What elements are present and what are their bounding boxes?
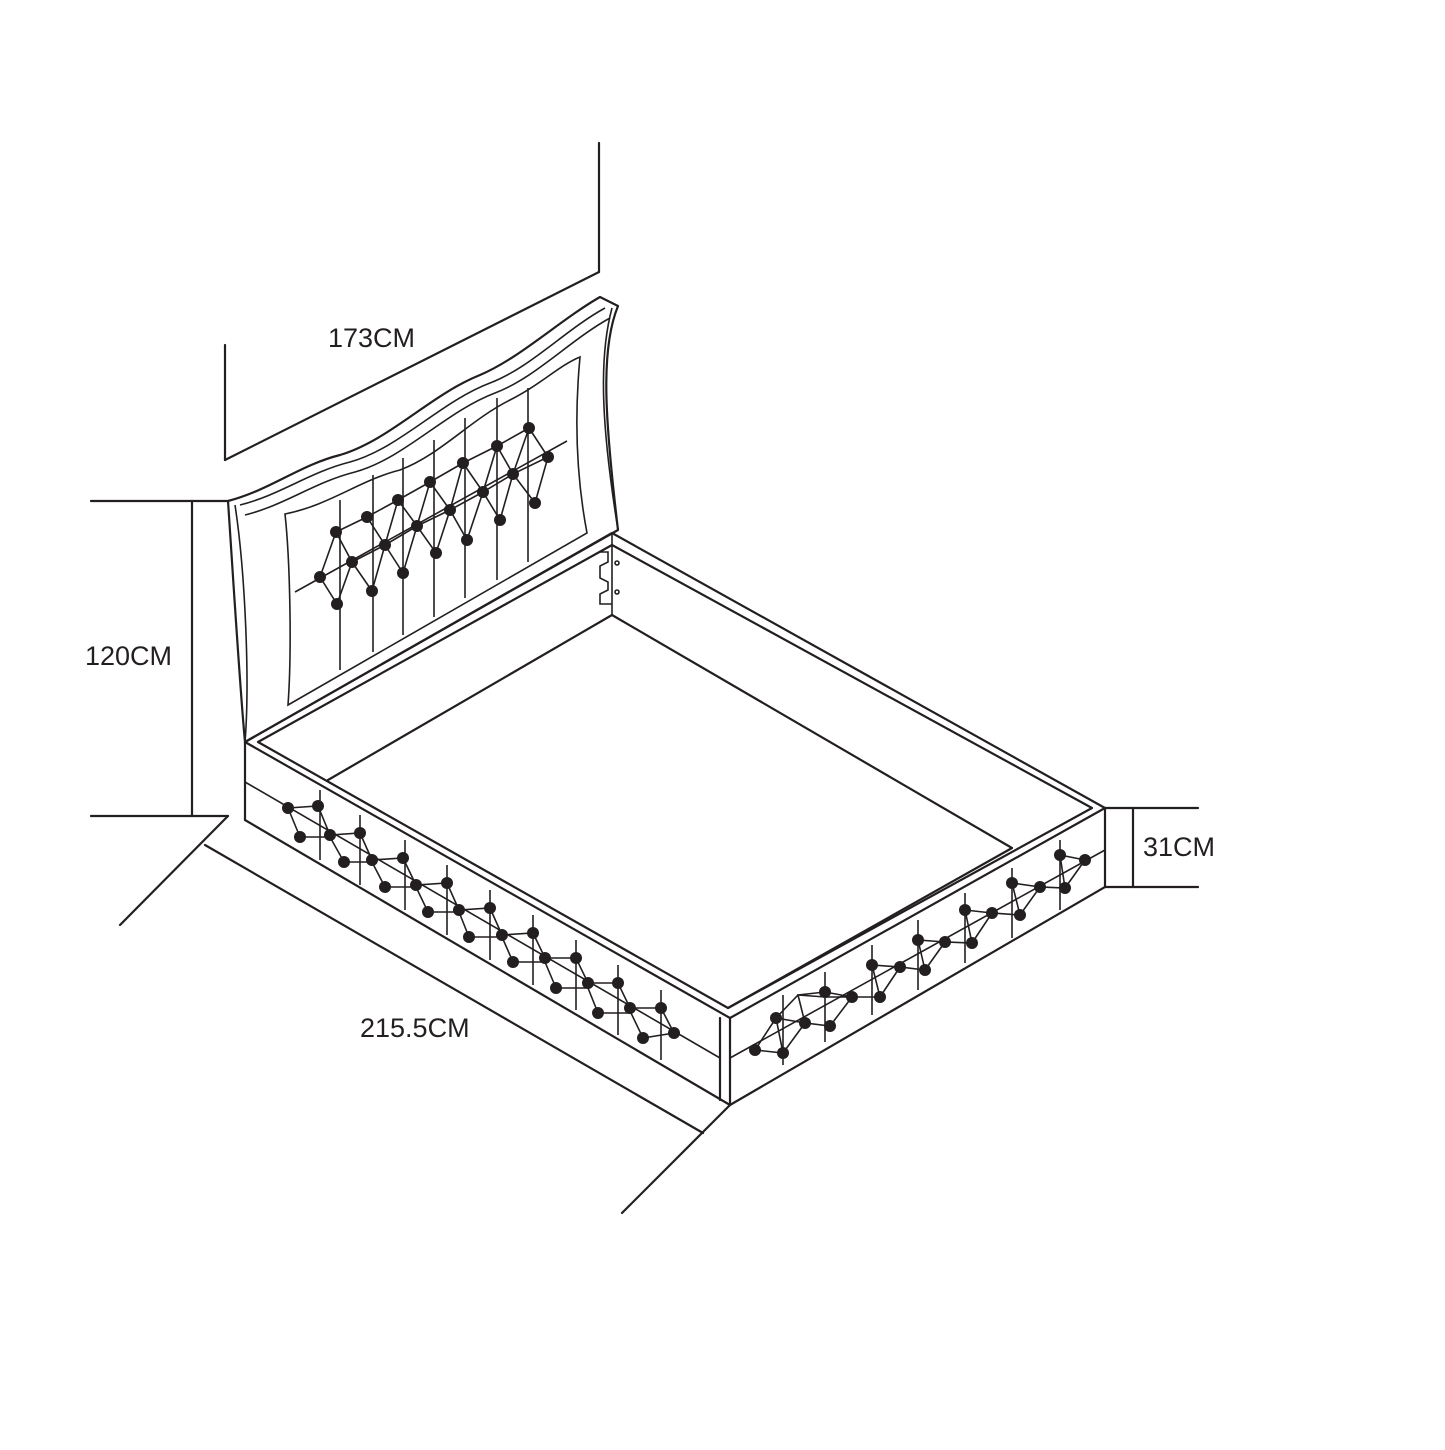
headboard-width-label: 173CM [328, 323, 416, 353]
headboard [226, 295, 620, 744]
headboard-tuft-buttons [314, 422, 554, 610]
dimension-lines [89, 141, 1200, 1215]
footrail-tufting [287, 790, 676, 1060]
bed-frame [243, 531, 1107, 1107]
headboard-height-label: 120CM [85, 641, 173, 671]
side-rail-height-label: 31CM [1143, 832, 1216, 862]
footrail-tuft-buttons [282, 800, 680, 1044]
siderail-tuft-buttons [749, 849, 1091, 1059]
bed-length-label: 215.5CM [360, 1013, 470, 1043]
